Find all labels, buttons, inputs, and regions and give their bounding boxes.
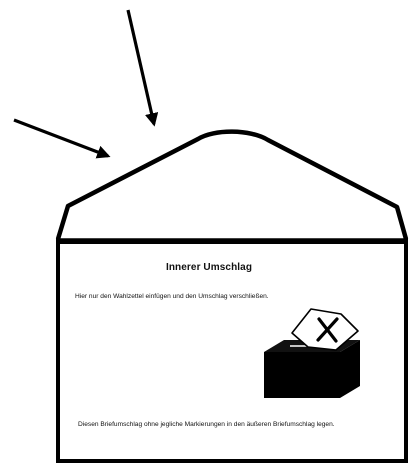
ballot-box-icon [264,340,360,398]
instruction-insert-ballot: Hier nur den Wahlzettel einfügen und den… [75,293,375,301]
instruction-outer-envelope: Diesen Briefumschlag ohne jegliche Marki… [78,421,388,429]
arrow-icon [128,10,154,124]
envelope-flap [58,132,406,239]
arrow-icon [14,120,108,156]
envelope-title: Innerer Umschlag [66,262,352,273]
